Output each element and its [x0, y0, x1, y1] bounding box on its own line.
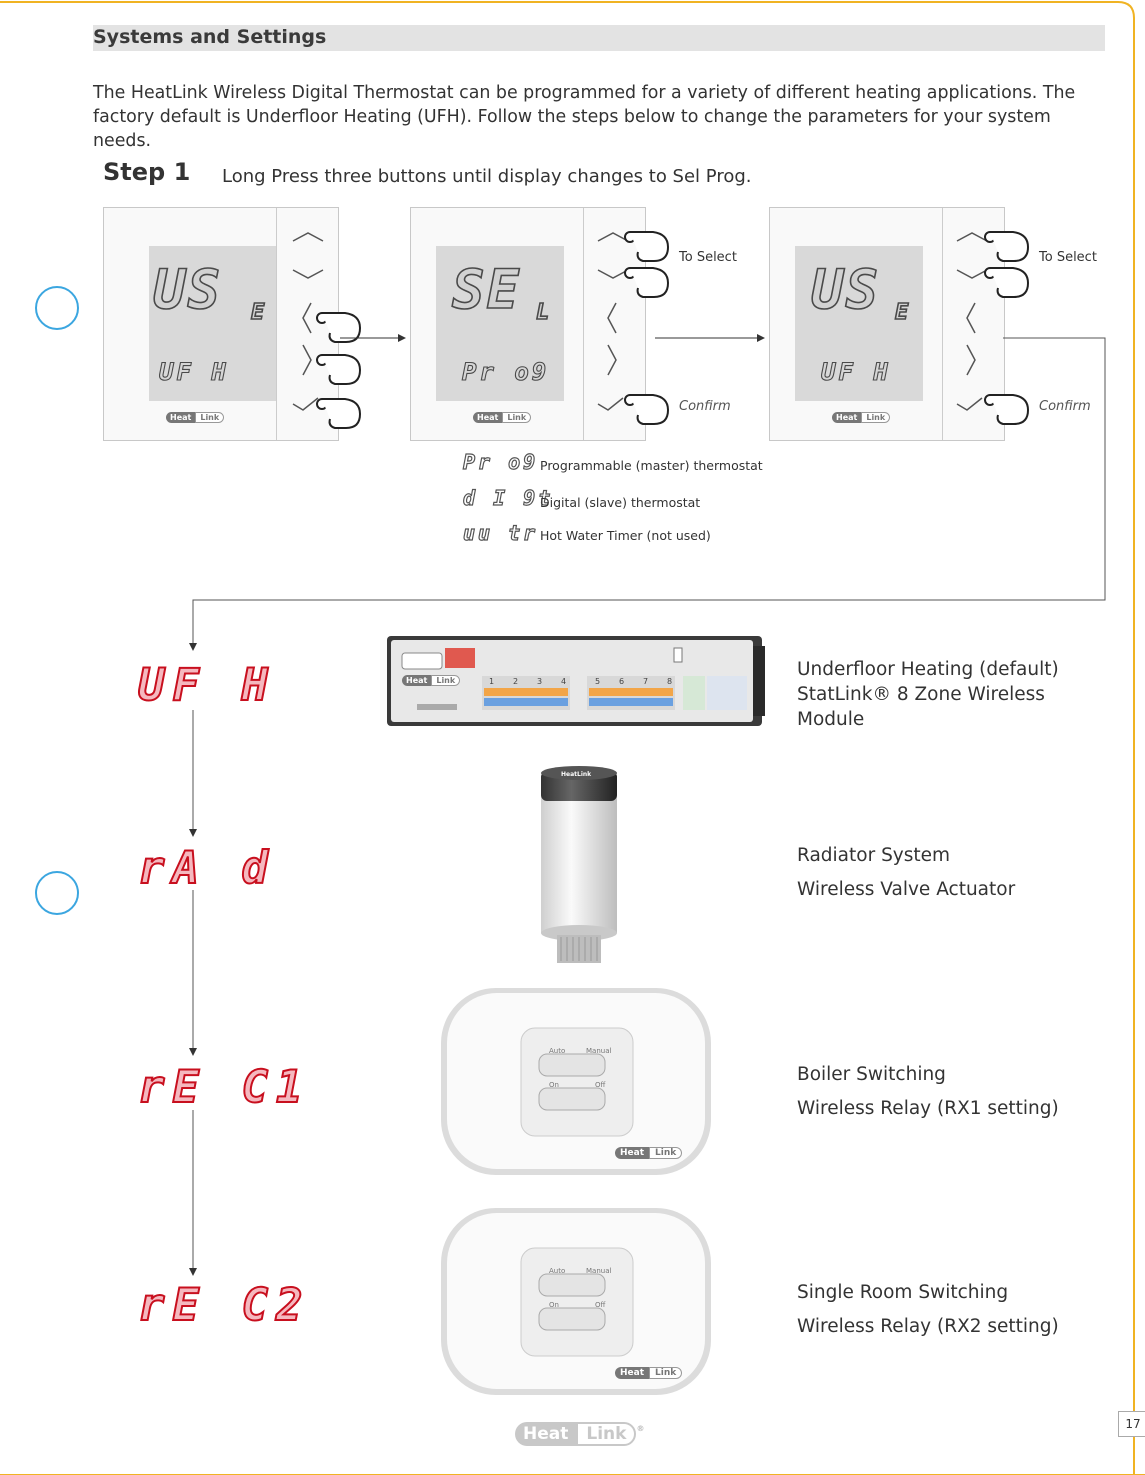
option-code-ufh: UF H: [137, 659, 276, 712]
lcd-line2-text: UF H: [820, 357, 891, 386]
left-arrow-icon: [607, 302, 617, 334]
option-code-rec2: rE C2: [137, 1279, 311, 1332]
option-flow-arrows: [189, 600, 197, 1276]
lcd-screen: SE L Pr o9: [436, 246, 564, 401]
relay-on-label: On: [549, 1301, 559, 1309]
mode-code: Pr o9: [462, 449, 539, 474]
right-arrow-icon: [966, 344, 976, 376]
module-zone-label: 5: [595, 677, 601, 686]
up-arrow-icon: [956, 232, 988, 242]
relay-auto-label: Auto: [549, 1267, 566, 1275]
confirm-label: Confirm: [679, 399, 731, 414]
mode-desc: Hot Water Timer (not used): [540, 528, 711, 543]
to-select-label: To Select: [1039, 250, 1097, 265]
relay-on-label: On: [549, 1081, 559, 1089]
check-icon: [956, 397, 983, 411]
module-zone-label: 2: [513, 677, 519, 686]
up-arrow-icon: [597, 232, 629, 242]
module-zone-label: 3: [537, 677, 543, 686]
down-arrow-icon: [956, 269, 988, 279]
module-zone-label: 8: [667, 677, 673, 686]
relay-manual-label: Manual: [586, 1047, 612, 1055]
section-header-bar: [93, 25, 1105, 51]
blue-circle-marker: [35, 871, 79, 915]
step-label: Step 1: [103, 158, 191, 186]
relay-auto-label: Auto: [549, 1047, 566, 1055]
lcd-main-text: US: [152, 257, 223, 322]
right-arrow-icon: [302, 344, 312, 376]
option-code-rec1: rE C1: [137, 1061, 311, 1114]
confirm-label: Confirm: [1039, 399, 1091, 414]
hand-press-icon: [984, 231, 1030, 425]
module-zone-label: 1: [489, 677, 495, 686]
lcd-line2-text: UF H: [158, 357, 229, 386]
module-zone-label: 4: [561, 677, 567, 686]
down-arrow-icon: [597, 269, 629, 279]
section-title: Systems and Settings: [93, 26, 327, 48]
option-text-ufh: Underfloor Heating (default)StatLink® 8 …: [797, 659, 1059, 730]
relay-off-label: Off: [595, 1301, 606, 1309]
blue-circle-marker: [35, 286, 79, 330]
button-divider: [942, 208, 943, 440]
left-arrow-icon: [966, 302, 976, 334]
mode-code: d I 9t: [462, 485, 554, 510]
relay-off-label: Off: [595, 1081, 606, 1089]
button-divider: [583, 208, 584, 440]
step-text: Long Press three buttons until display c…: [222, 166, 752, 187]
mode-desc: Programmable (master) thermostat: [540, 458, 763, 473]
device-controls-overlay: [192, 231, 1106, 618]
up-arrow-icon: [292, 232, 324, 242]
to-select-label: To Select: [679, 250, 737, 265]
relay-manual-label: Manual: [586, 1267, 612, 1275]
lcd-sub-text: E: [250, 299, 267, 326]
right-arrow-icon: [607, 344, 617, 376]
button-divider: [276, 208, 277, 440]
option-code-rad: rA d: [137, 842, 276, 895]
hand-press-icon: [624, 231, 670, 425]
lcd-line2-text: Pr o9: [461, 357, 550, 386]
mode-desc: Digital (slave) thermostat: [540, 495, 701, 510]
actuator-logo: HeatLink: [561, 771, 592, 778]
lcd-screen: US E UF H: [149, 246, 277, 401]
check-icon: [597, 397, 624, 411]
valve-actuator-image: HeatLink: [535, 765, 625, 965]
page-number: 17: [1118, 1411, 1145, 1437]
lcd-screen: US E UF H: [795, 246, 923, 401]
intro-paragraph: The HeatLink Wireless Digital Thermostat…: [93, 83, 1076, 151]
module-zone-label: 6: [619, 677, 625, 686]
lcd-sub-text: L: [535, 299, 552, 326]
module-zone-label: 7: [643, 677, 649, 686]
lcd-main-text: US: [810, 257, 881, 322]
lcd-sub-text: E: [894, 299, 911, 326]
mode-code: uu tr: [462, 520, 539, 545]
check-icon: [292, 397, 319, 411]
lcd-main-text: SE: [451, 257, 522, 322]
down-arrow-icon: [292, 269, 324, 279]
left-arrow-icon: [302, 302, 312, 334]
hand-press-icon: [316, 312, 362, 429]
